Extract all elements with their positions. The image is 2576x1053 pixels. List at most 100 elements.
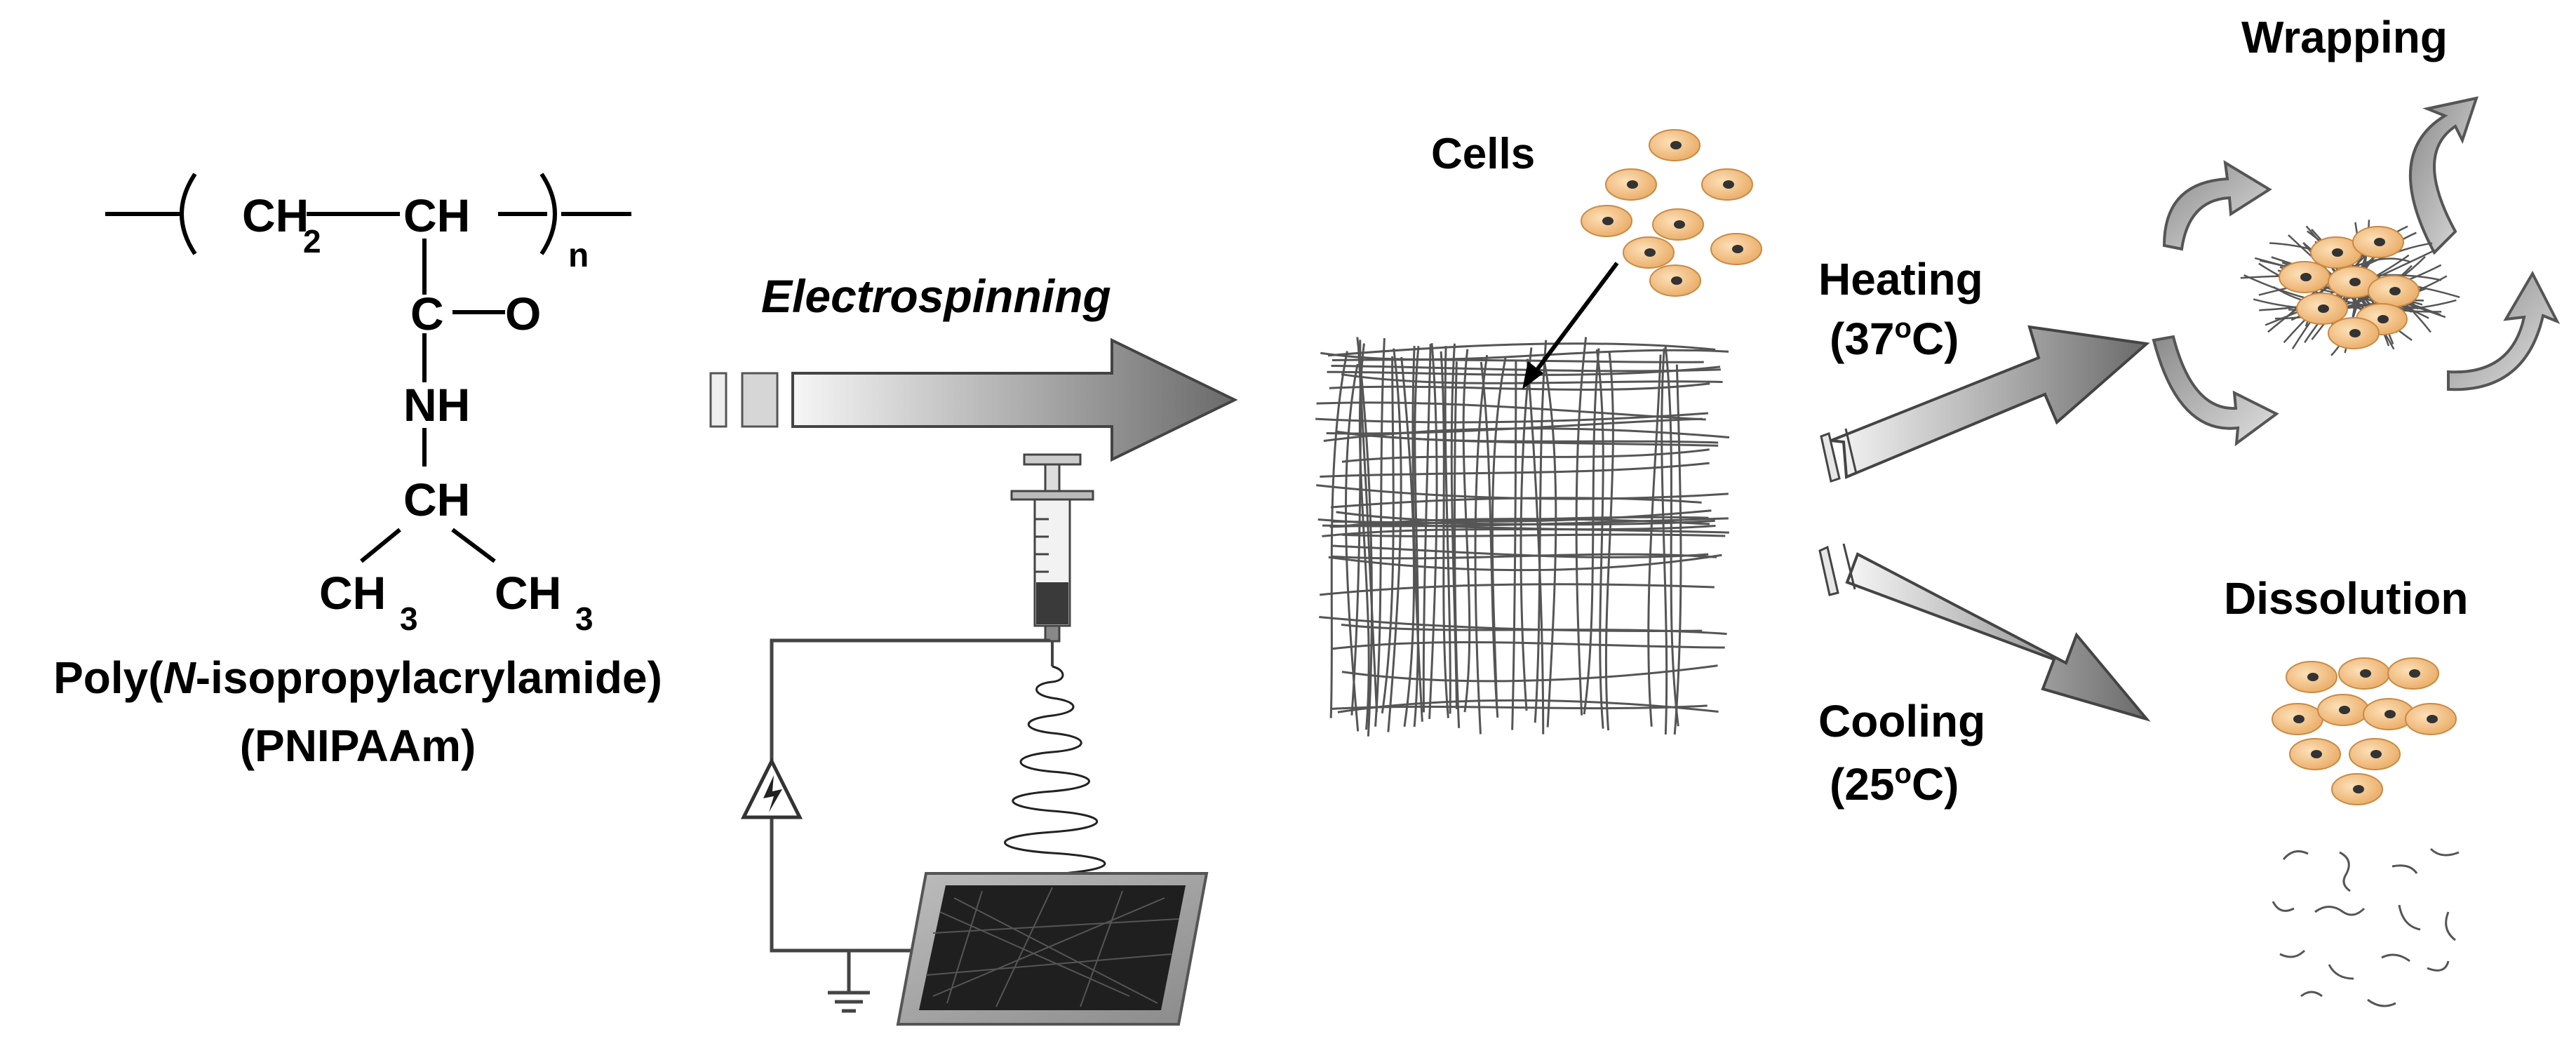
cell [2331,773,2383,805]
cell [2279,261,2330,293]
fiber-strand [1511,360,1517,730]
heating-temperature: (37oC) [1830,313,1959,364]
cells-label: Cells [1431,130,1535,178]
fiber-strand [1332,641,1725,650]
fiber-strand [1331,364,1721,373]
fiber-strand [1337,699,1719,713]
dissolved-fiber-fragments [2272,847,2460,1007]
fiber-strand [1604,351,1614,731]
fiber-strand [1411,345,1423,722]
fiber-strand [1381,356,1395,713]
fiber-strand [1661,348,1668,735]
methyl-left-subscript: 3 [400,601,418,637]
pnipaam-structure [105,173,631,563]
cell [2405,703,2457,735]
polymer-name: Poly(N-isopropylacrylamide) [53,652,662,703]
carbonyl-o: O [505,288,541,340]
fiber-strand [1331,358,1704,363]
wrapping-label: Wrapping [2241,12,2448,62]
cell [1605,168,1657,201]
fiber-strand [1329,351,1348,718]
heating-label: Heating [1818,254,1983,304]
fiber-strand [1595,349,1604,729]
fiber-strand [1542,356,1557,727]
fiber-strand [1575,337,1588,716]
fiber-strand [1315,412,1709,424]
cell [1649,129,1700,161]
cell [2349,738,2401,770]
fiber-strand [1356,337,1373,737]
fiber-strand [1387,348,1402,732]
syringe [1010,453,1094,666]
high-voltage-icon [740,757,803,819]
ch2-subscript: 2 [303,223,321,260]
fiber-strand [1444,346,1451,714]
electrospinning-arrow [709,337,1238,462]
fiber-strand [1673,364,1682,735]
isopropyl-ch: CH [403,474,470,525]
fiber-strand [1526,358,1545,735]
methyl-right: CH [495,567,561,619]
fiber-strand [1450,343,1458,709]
methyl-right-subscript: 3 [575,601,593,637]
wrapping-curved-arrows [2152,96,2561,447]
polymer-abbreviation: (PNIPAAm) [240,720,476,771]
cooling-temperature: (25oC) [1830,758,1959,810]
dissolution-label: Dissolution [2224,573,2468,624]
collector-plate [896,872,1209,1026]
fiber-strand [1323,427,1730,442]
cooling-arrow [1818,543,2151,722]
fiber-strand [1520,347,1533,711]
fiber-strand [1440,351,1449,718]
backbone-ch: CH [403,189,470,241]
fiber-strand [1428,343,1438,719]
fiber-mat [1315,337,1730,737]
fiber-strand [1462,349,1471,713]
fiber-strand [1320,349,1729,361]
methyl-left: CH [319,567,386,619]
cell [2338,657,2390,690]
seeding-arrow [1522,262,1619,389]
cell [2368,275,2420,307]
cell-cluster-top [1581,129,1762,297]
amide-nh: NH [403,379,470,431]
ch2-group: CH [242,189,309,241]
repeat-n-subscript: n [568,237,589,274]
fiber-strand [1341,373,1723,384]
heating-arrow [1820,325,2150,483]
cell [2328,317,2380,349]
fiber-strand [1341,431,1719,447]
electrospinning-label: Electrospinning [761,270,1111,322]
cell [1623,236,1675,269]
carbonyl-c: C [410,288,444,340]
fiber-strand [1327,342,1716,357]
fiber-strand [1534,340,1548,723]
fiber-strand [1664,345,1679,727]
cell [2317,694,2369,726]
fiber-strand [1320,583,1715,596]
structure-labels: CH 2 CH n C O NH CH CH 3 CH 3 Poly(N-iso… [53,189,662,771]
fiber-strand [1341,624,1727,636]
fiber-strand [1647,354,1662,727]
released-cells [2272,657,2457,805]
cell [2296,293,2348,325]
cell [1652,208,1704,241]
cell [2352,226,2404,258]
fiber-strand [1341,533,1726,537]
fiber-strand [1316,484,1729,500]
fiber-strand [1491,356,1507,709]
fiber-strand [1320,462,1710,478]
cooling-label: Cooling [1818,696,1985,746]
cell [2289,738,2341,770]
fiber-strand [1413,346,1420,727]
fiber-strand [1422,344,1432,713]
fiber-strand [1583,348,1600,715]
cell [2286,661,2337,693]
fiber-strand [1329,382,1710,391]
fiber-strand [1341,664,1718,683]
fiber-strand [1331,553,1717,560]
cell [1581,205,1632,237]
cell [2272,703,2323,735]
fiber-strand [1358,343,1370,730]
